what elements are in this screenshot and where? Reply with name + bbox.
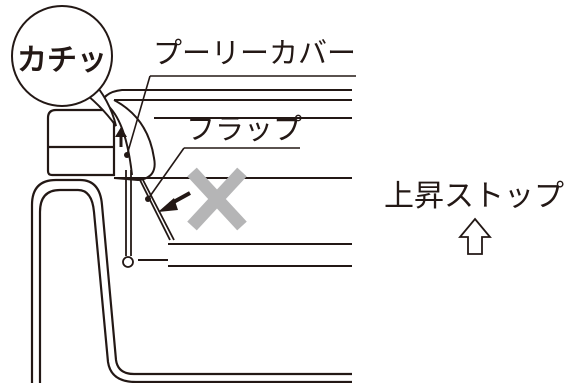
rails bbox=[138, 243, 352, 267]
push-arrow bbox=[158, 191, 191, 212]
up-motion-arrow bbox=[115, 127, 127, 147]
flap-label: フラップ bbox=[186, 112, 302, 146]
leader-lines bbox=[126, 75, 356, 200]
raise-stop-label: 上昇ストップ bbox=[384, 179, 564, 214]
flap bbox=[122, 170, 175, 268]
click-sound-label: カチッ bbox=[17, 43, 107, 78]
hollow-up-arrow-icon bbox=[458, 217, 492, 255]
head-block bbox=[46, 108, 116, 177]
outer-frame bbox=[30, 178, 352, 383]
speech-bubble bbox=[11, 5, 117, 127]
pulley-cover-label: プーリーカバー bbox=[153, 36, 356, 70]
cross-mark bbox=[187, 167, 247, 231]
